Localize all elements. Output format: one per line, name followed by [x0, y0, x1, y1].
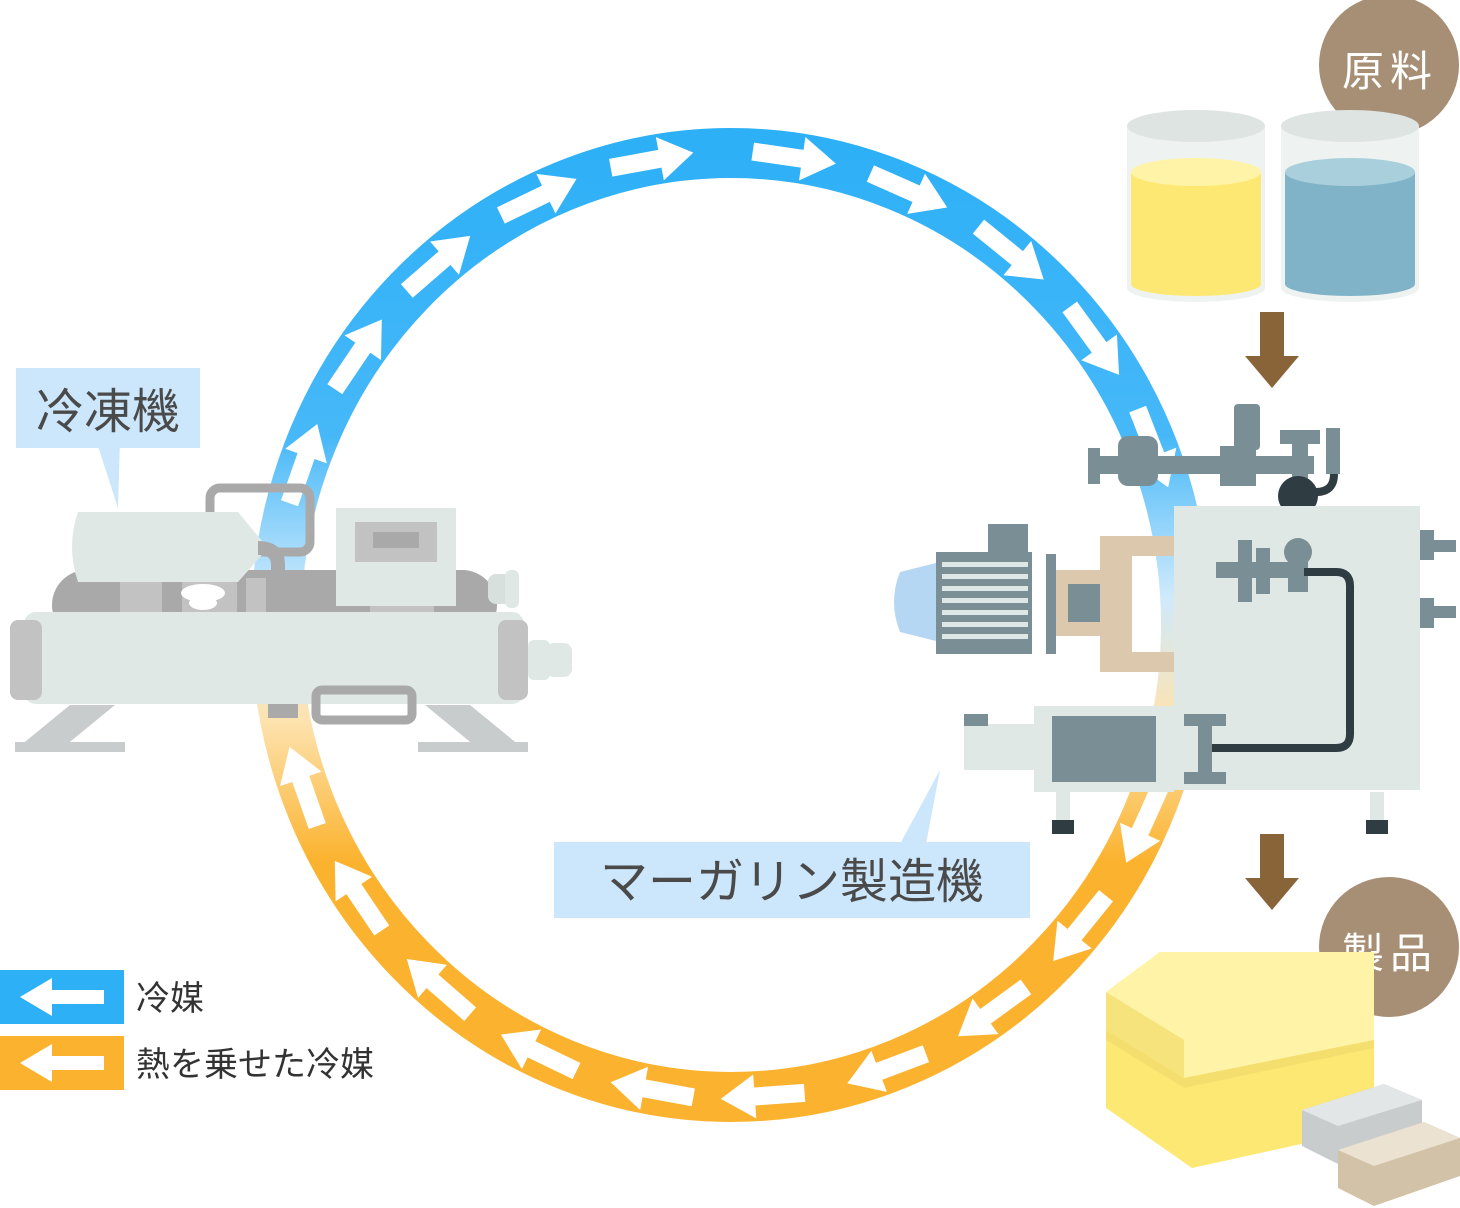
legend-arrow-icon: [20, 978, 104, 1016]
chiller-illustration: [10, 483, 572, 752]
legend-arrow-icon: [20, 1044, 104, 1082]
raw-to-machine-arrow: [1245, 312, 1299, 388]
raw-materials-illustration: 原料: [1127, 0, 1459, 302]
legend: 冷媒 熱を乗せた冷媒: [0, 970, 374, 1090]
chiller-label: 冷凍機: [16, 368, 200, 508]
margarine-machine-label: マーガリン製造機: [554, 770, 1030, 918]
legend-item-heated-refrigerant: 熱を乗せた冷媒: [0, 1036, 374, 1090]
margarine-machine-illustration: [894, 404, 1456, 834]
margarine-machine-label-text: マーガリン製造機: [600, 854, 984, 910]
raw-materials-badge: [1319, 0, 1459, 135]
legend-label-refrigerant: 冷媒: [136, 979, 204, 1019]
legend-label-heated-refrigerant: 熱を乗せた冷媒: [136, 1045, 374, 1085]
product-illustration: 製品: [1106, 877, 1460, 1206]
legend-item-refrigerant: 冷媒: [0, 970, 204, 1024]
machine-to-product-arrow: [1245, 834, 1299, 910]
raw-materials-badge-text: 原料: [1342, 47, 1438, 96]
chiller-label-text: 冷凍機: [36, 384, 180, 440]
